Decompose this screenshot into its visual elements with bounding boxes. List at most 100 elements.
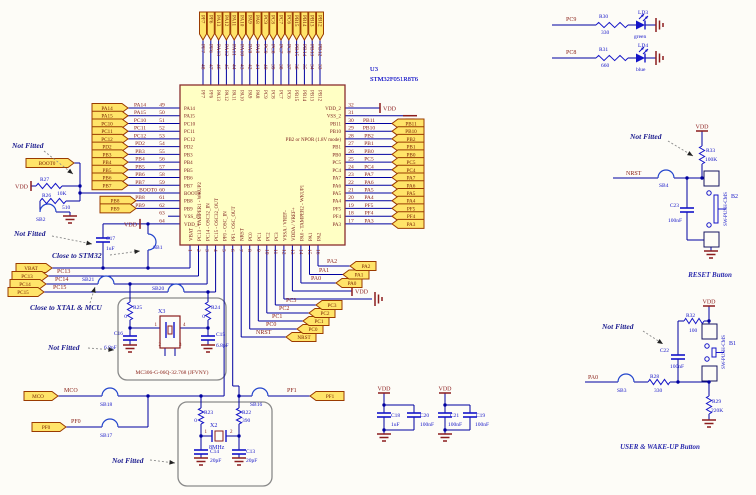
ic-pin-name: PB9 (184, 207, 193, 212)
net-label: PA1 (319, 268, 329, 274)
port-BOOT0 (25, 158, 75, 168)
ic-pin-name: PA14 (184, 107, 195, 112)
pointer-arrowhead (657, 339, 663, 344)
resistor-ref: R28 (650, 374, 659, 380)
solder-bridge-label: SB17 (100, 433, 112, 439)
port-label: PA6 (407, 183, 416, 189)
net-label: PA0 (588, 375, 598, 381)
port-label: PC5 (407, 160, 416, 166)
resistor-R26 (39, 197, 67, 205)
port-label: VBAT (24, 266, 38, 272)
resistor-ref: R25 (133, 305, 142, 311)
capacitor-ref: C23 (670, 203, 679, 209)
net-label: PC11 (134, 126, 146, 132)
net-label: PC10 (134, 118, 146, 124)
net-label: PC3 (286, 298, 296, 304)
ic-pin-number: 33 (317, 64, 323, 70)
junction-dot (707, 319, 711, 323)
ic-pin-name: PC5 (332, 161, 341, 166)
net-label: PB14 (301, 44, 307, 56)
ic-pin-name: BOOT0 (184, 192, 201, 197)
capacitor-ref: C13 (246, 449, 255, 455)
crystal-X3 (167, 325, 173, 335)
pointer-arrowhead (169, 460, 175, 465)
ic-pin-name: VDD_2 (325, 107, 341, 112)
port-label: PF7 (200, 15, 206, 24)
net-label: PF7 (200, 44, 206, 53)
led-LD4-icon (636, 53, 645, 63)
port-label: PC9 (262, 15, 268, 24)
port-label: PF1 (326, 394, 335, 400)
ic-pin-number: 20 (348, 195, 354, 201)
ic-pin-name: PF4 (333, 215, 342, 220)
port-label: PC11 (101, 129, 113, 135)
ic-pin-number: 58 (159, 172, 165, 178)
net-label: PC8 (270, 44, 276, 54)
net-label: PC6 (285, 44, 291, 54)
ic-pin-name: PC6 (285, 90, 290, 99)
net-label: PA4 (364, 195, 374, 201)
ic-pin-number: 35 (301, 64, 307, 70)
ic-pin-number: 59 (159, 180, 165, 186)
resistor-value: 0 (202, 314, 205, 320)
net-label: PB13 (309, 44, 315, 56)
crystal-pin-number: 3 (179, 343, 182, 348)
port-label: PB11 (405, 122, 417, 128)
capacitor-value: 20pF (246, 458, 257, 464)
net-label: PC8 (566, 50, 576, 56)
ic-pin-number: 1 (187, 249, 193, 252)
ic-pin-name: PA7 (333, 177, 342, 182)
annotation-note: Not Fitted (629, 132, 662, 141)
port-label: PB15 (293, 15, 299, 27)
junction-dot (206, 326, 210, 330)
pointer-arrowhead (134, 249, 140, 255)
ic-pin-number: 44 (231, 64, 237, 70)
ic-pin-number: 14 (297, 249, 303, 255)
component-label: X2 (210, 423, 217, 429)
port-PA9 (245, 11, 254, 41)
capacitor-value: 100nF (420, 422, 434, 428)
resistor-ref: R23 (204, 410, 213, 416)
resistor-value: 330 (654, 388, 663, 394)
port-label: PF0 (42, 425, 51, 431)
net-label: PF4 (365, 211, 374, 217)
ic-pin-name: PB11 (330, 123, 341, 128)
ic-pin-name: PF6 (207, 90, 212, 99)
resistor-value: 660 (601, 63, 610, 69)
net-label: PA11 (231, 44, 237, 56)
capacitor-value: 6.8pF (104, 345, 117, 351)
crystal-X2 (214, 430, 224, 442)
ic-pin-number: 39 (270, 64, 276, 70)
net-label: NRST (256, 330, 272, 336)
net-label: PA3 (364, 218, 374, 224)
ic-pin-name: PC9 (262, 90, 267, 99)
ic-pin-number: 11 (272, 249, 278, 255)
resistor-R30 (595, 21, 629, 29)
net-label: PC12 (134, 133, 146, 139)
ic-pin-name: VDD_1 (184, 223, 200, 228)
net-label: PB8 (135, 195, 145, 201)
net-label: PB3 (135, 149, 145, 155)
ic-pin-number: 42 (246, 64, 252, 70)
port-label: PC4 (407, 168, 416, 174)
ic-pin-name: PB2 or NPOR (1.8V mode) (286, 138, 342, 143)
pointer-arrowhead (108, 347, 114, 352)
ic-pin-name: VSSA / VREF- (283, 210, 288, 241)
switch-B2-contact (703, 231, 720, 248)
resistor-value: 0 (194, 418, 197, 424)
junction-dot (101, 266, 105, 270)
port-label: PC7 (278, 15, 284, 24)
ic-pin-number: 9 (255, 249, 261, 252)
port-PC6 (284, 11, 293, 41)
port-label: PA2 (362, 264, 371, 270)
junction-dot (206, 290, 210, 294)
port-label: PB12 (317, 15, 323, 27)
ic-pin-name: PA5 (333, 192, 342, 197)
junction-dot (443, 403, 447, 407)
port-PC3 (315, 300, 343, 310)
ic-pin-name: PA1 (309, 232, 314, 241)
ic-pin-number: 3 (204, 249, 210, 252)
port-label: PA8 (254, 15, 260, 24)
resistor-ref: R32 (686, 313, 695, 319)
